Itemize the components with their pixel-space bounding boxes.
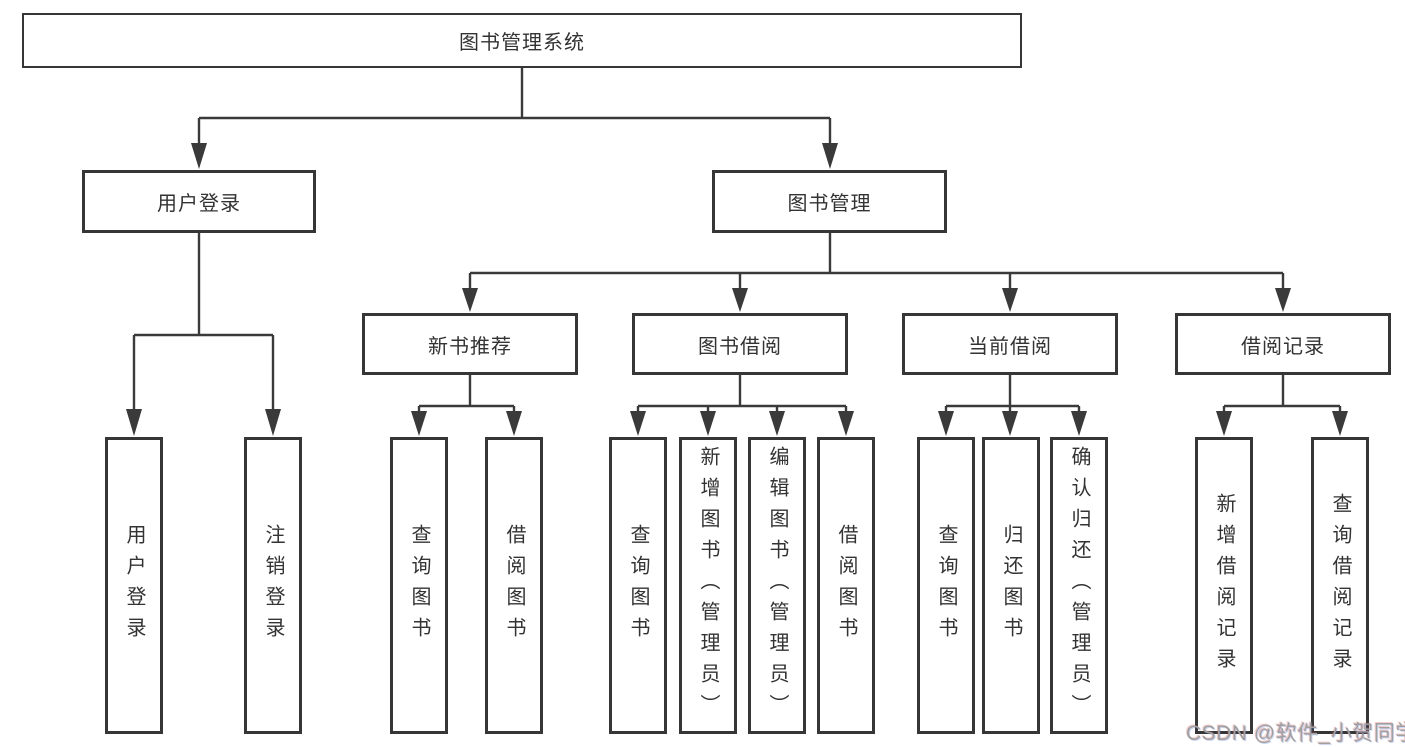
node-new-book-recommend: 新书推荐 (362, 313, 578, 375)
node-leaf-label: 查询图书 (627, 523, 649, 648)
arrowhead (1275, 288, 1291, 312)
connector-current-borrow-children (944, 375, 1081, 413)
arrowhead (462, 288, 478, 312)
node-leaf-label: 借阅图书 (503, 523, 525, 648)
node-book-borrow: 图书借阅 (632, 313, 848, 375)
arrowhead (191, 143, 207, 169)
arrowhead (838, 411, 854, 436)
node-leaf-confirm-return-admin: 确认归还（管理员） (1050, 437, 1108, 734)
arrowhead (1002, 288, 1018, 312)
node-current-borrow: 当前借阅 (902, 313, 1118, 375)
node-leaf-query-books-current: 查询图书 (917, 437, 975, 734)
arrowhead (126, 409, 142, 436)
node-leaf-label: 查询图书 (408, 523, 430, 648)
connector-root-to-level2 (197, 68, 832, 146)
watermark-text: CSDN @软件_小贺同学 (1186, 722, 1405, 745)
node-leaf-query-books-borrow: 查询图书 (609, 437, 667, 734)
node-library-system: 图书管理系统 (22, 13, 1022, 68)
arrowhead (1071, 411, 1087, 436)
node-leaf-query-borrow-record: 查询借阅记录 (1311, 437, 1369, 734)
node-leaf-add-borrow-record: 新增借阅记录 (1195, 437, 1253, 734)
node-leaf-borrow-books-recommend: 借阅图书 (485, 437, 543, 734)
arrowhead (411, 411, 427, 436)
node-book-borrow-label: 图书借阅 (698, 335, 782, 358)
connector-book-mgmt-children (468, 233, 1285, 290)
connector-book-borrow-children (636, 375, 848, 413)
arrowhead (700, 411, 716, 436)
connector-borrow-records-children (1222, 375, 1342, 413)
node-leaf-label: 用户登录 (123, 523, 145, 648)
node-leaf-label: 查询借阅记录 (1329, 492, 1351, 679)
arrowhead (1002, 411, 1018, 436)
arrowhead (769, 411, 785, 436)
node-user-login-label: 用户登录 (157, 193, 241, 215)
arrowhead (506, 411, 522, 436)
node-leaf-query-books-recommend: 查询图书 (390, 437, 448, 734)
connector-user-login-children (132, 233, 275, 412)
node-book-management: 图书管理 (712, 170, 947, 233)
node-leaf-label: 确认归还（管理员） (1068, 446, 1090, 725)
connector-new-book-children (417, 375, 516, 413)
arrowhead (938, 411, 954, 436)
node-leaf-add-book-admin: 新增图书（管理员） (679, 437, 737, 734)
arrowhead (630, 411, 646, 436)
node-leaf-label: 新增借阅记录 (1213, 492, 1235, 679)
node-borrow-records: 借阅记录 (1175, 313, 1391, 375)
node-leaf-user-login-action: 用户登录 (105, 437, 163, 734)
node-leaf-label: 归还图书 (1000, 523, 1022, 648)
node-leaf-label: 新增图书（管理员） (697, 446, 719, 725)
arrowhead (732, 288, 748, 312)
node-book-management-label: 图书管理 (787, 193, 872, 215)
arrowhead (822, 143, 838, 169)
node-user-login: 用户登录 (82, 170, 316, 233)
node-borrow-records-label: 借阅记录 (1241, 335, 1325, 358)
node-leaf-borrow-books: 借阅图书 (817, 437, 875, 734)
node-leaf-logout: 注销登录 (244, 437, 302, 734)
arrowhead (265, 409, 281, 436)
node-library-system-label: 图书管理系统 (459, 32, 585, 54)
arrowhead (1332, 411, 1348, 436)
node-leaf-return-book: 归还图书 (982, 437, 1040, 734)
node-leaf-label: 查询图书 (935, 523, 957, 648)
node-current-borrow-label: 当前借阅 (968, 335, 1052, 358)
node-leaf-label: 编辑图书（管理员） (766, 446, 788, 725)
node-new-book-recommend-label: 新书推荐 (428, 335, 512, 358)
node-leaf-label: 借阅图书 (835, 523, 857, 648)
node-leaf-edit-book-admin: 编辑图书（管理员） (748, 437, 806, 734)
arrowhead (1216, 411, 1232, 436)
node-leaf-label: 注销登录 (262, 523, 284, 648)
